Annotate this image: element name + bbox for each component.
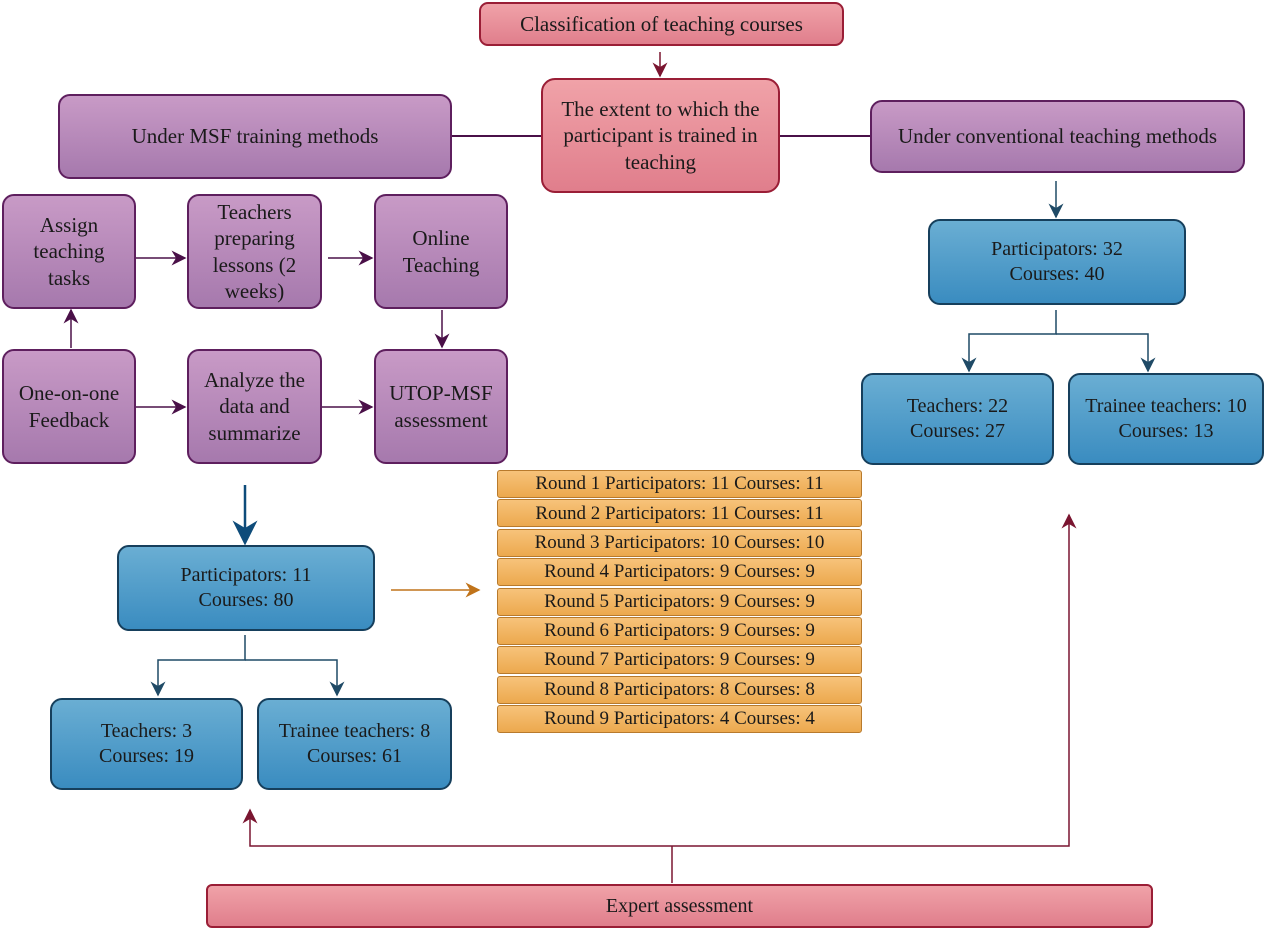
conventional-trainees-label: Trainee teachers: 10 — [1085, 395, 1247, 417]
conventional-trainees-box: Trainee teachers: 10 Courses: 13 — [1068, 373, 1264, 465]
expert-text: Expert assessment — [605, 894, 754, 917]
step-assign-text: Assign teaching tasks — [33, 213, 105, 290]
msf-total-courses: Courses: 80 — [198, 589, 294, 611]
conventional-total-courses: Courses: 40 — [1009, 263, 1105, 285]
msf-trainees-courses: Courses: 61 — [307, 745, 402, 767]
arrow-expert-to-msf — [242, 808, 672, 847]
step-analyze-text: Analyze the data and summarize — [204, 368, 305, 445]
step-utop: UTOP-MSF assessment — [374, 349, 508, 464]
conventional-teachers-label: Teachers: 22 — [906, 395, 1009, 417]
arrow-expert-to-conventional — [672, 513, 1077, 847]
msf-teachers-courses: Courses: 19 — [99, 745, 194, 767]
msf-box: Under MSF training methods — [58, 94, 452, 179]
title-text: Classification of teaching courses — [520, 11, 803, 36]
split-msf-right — [245, 659, 345, 697]
msf-trainees-label: Trainee teachers: 8 — [278, 720, 431, 742]
msf-trainees-box: Trainee teachers: 8 Courses: 61 — [257, 698, 452, 790]
msf-label: Under MSF training methods — [131, 124, 379, 149]
step-assign: Assign teaching tasks — [2, 194, 136, 309]
msf-teachers-box: Teachers: 3 Courses: 19 — [50, 698, 243, 790]
split-msf — [150, 635, 246, 697]
step-utop-text: UTOP-MSF assessment — [389, 381, 493, 432]
step-analyze: Analyze the data and summarize — [187, 349, 322, 464]
conventional-total-box: Participators: 32 Courses: 40 — [928, 219, 1186, 305]
step-online-text: Online Teaching — [402, 226, 480, 277]
title-box: Classification of teaching courses — [479, 2, 844, 46]
round-item: Round 4 Participators: 9 Courses: 9 — [497, 558, 862, 587]
msf-total-participators: Participators: 11 — [180, 564, 312, 586]
step-feedback: One-on-one Feedback — [2, 349, 136, 464]
round-item: Round 5 Participators: 9 Courses: 9 — [497, 587, 862, 616]
round-item: Round 1 Participators: 11 Courses: 11 — [497, 470, 862, 498]
step-feedback-text: One-on-one Feedback — [18, 381, 120, 432]
round-item: Round 3 Participators: 10 Courses: 10 — [497, 528, 862, 557]
step-prepare: Teachers preparing lessons (2 weeks) — [187, 194, 322, 309]
conventional-total-participators: Participators: 32 — [991, 238, 1123, 260]
split-conventional-right — [1056, 333, 1156, 373]
expert-box: Expert assessment — [206, 884, 1153, 928]
split-conventional — [961, 310, 1057, 373]
round-item: Round 6 Participators: 9 Courses: 9 — [497, 616, 862, 645]
conventional-teachers-courses: Courses: 27 — [910, 420, 1005, 442]
msf-total-box: Participators: 11 Courses: 80 — [117, 545, 375, 631]
conventional-trainees-courses: Courses: 13 — [1118, 420, 1214, 442]
conventional-teachers-box: Teachers: 22 Courses: 27 — [861, 373, 1054, 465]
msf-teachers-label: Teachers: 3 — [100, 720, 193, 742]
conventional-label: Under conventional teaching methods — [898, 124, 1217, 149]
step-online: Online Teaching — [374, 194, 508, 309]
round-item: Round 9 Participators: 4 Courses: 4 — [497, 705, 862, 734]
round-item: Round 8 Participators: 8 Courses: 8 — [497, 675, 862, 704]
center-box: The extent to which the participant is t… — [541, 78, 780, 193]
center-text: The extent to which the participant is t… — [561, 97, 760, 174]
step-prepare-text: Teachers preparing lessons (2 weeks) — [212, 200, 297, 303]
round-item: Round 2 Participators: 11 Courses: 11 — [497, 499, 862, 528]
conventional-box: Under conventional teaching methods — [870, 100, 1245, 173]
round-item: Round 7 Participators: 9 Courses: 9 — [497, 646, 862, 675]
